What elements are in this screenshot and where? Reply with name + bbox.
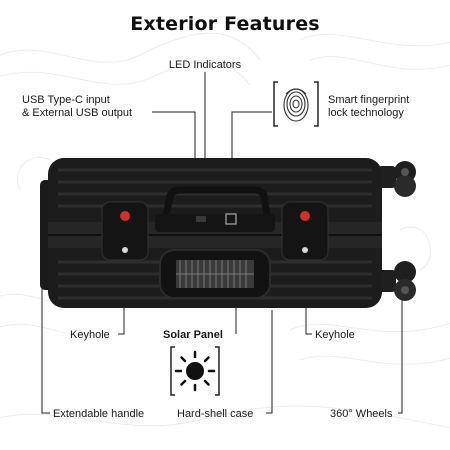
fingerprint-icon	[273, 81, 319, 127]
wheel-lower	[378, 261, 416, 301]
extendable-handle-label: Extendable handle	[53, 408, 145, 420]
wheels-label: 360° Wheels	[330, 408, 393, 420]
keyhole-left-label: Keyhole	[70, 329, 110, 341]
usb-label-line2: & External USB output	[22, 107, 133, 119]
usb-label-line1: USB Type-C input	[22, 94, 110, 106]
keyhole-right-label: Keyhole	[315, 329, 355, 341]
solar-panel-label: Solar Panel	[163, 329, 223, 341]
led-label: LED Indicators	[168, 59, 242, 71]
lock-right	[281, 201, 329, 261]
wheel-upper	[378, 161, 416, 197]
sun-icon	[170, 346, 220, 396]
solar-panel	[159, 249, 271, 299]
fingerprint-label-line1: Smart fingerprint	[328, 94, 410, 106]
hard-shell-label: Hard-shell case	[177, 408, 254, 420]
fingerprint-label-line2: lock technology	[328, 107, 404, 119]
page-title: Exterior Features	[130, 13, 320, 35]
lock-left	[101, 201, 149, 261]
